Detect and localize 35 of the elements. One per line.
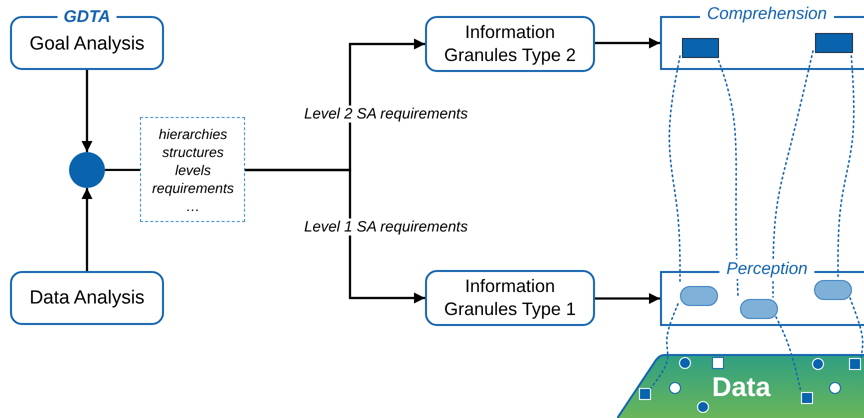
element-pill [740, 299, 778, 319]
edge-label: Level 2 SA requirements [302, 106, 470, 122]
dotted-link [650, 303, 679, 389]
box-label: Information Granules Type 1 [443, 275, 577, 321]
data-point-square [639, 388, 651, 400]
edge-label: Level 1 SA requirements [302, 218, 470, 236]
process-box [425, 16, 595, 72]
concept-rect [682, 38, 719, 58]
data-point-square [801, 392, 813, 404]
data-label: Data [712, 372, 771, 402]
panel-title: Comprehension [700, 4, 834, 24]
dotted-link [772, 50, 814, 298]
box-label: Information Granules Type 2 [443, 21, 577, 67]
process-box [10, 271, 164, 325]
arrow [595, 293, 660, 304]
arrow [82, 188, 92, 271]
box-label: Goal Analysis [28, 32, 146, 56]
data-point-square [712, 357, 724, 369]
arrow [245, 168, 425, 304]
dotted-link [668, 55, 681, 285]
dashed-note-box [140, 117, 245, 222]
arrow [82, 70, 92, 152]
arrow [595, 38, 660, 48]
note-text: hierarchies structures levels requirements … [151, 124, 235, 214]
process-box [425, 270, 595, 326]
element-pill [680, 286, 718, 306]
dotted-link [849, 297, 864, 359]
dotted-link [837, 50, 855, 279]
junction-dot [69, 152, 105, 188]
data-point-square [849, 358, 861, 370]
panel-title: Perception [719, 259, 815, 279]
box-label: Data Analysis [28, 286, 146, 310]
element-pill [814, 280, 852, 300]
dotted-link [775, 316, 802, 393]
concept-rect [815, 33, 853, 53]
